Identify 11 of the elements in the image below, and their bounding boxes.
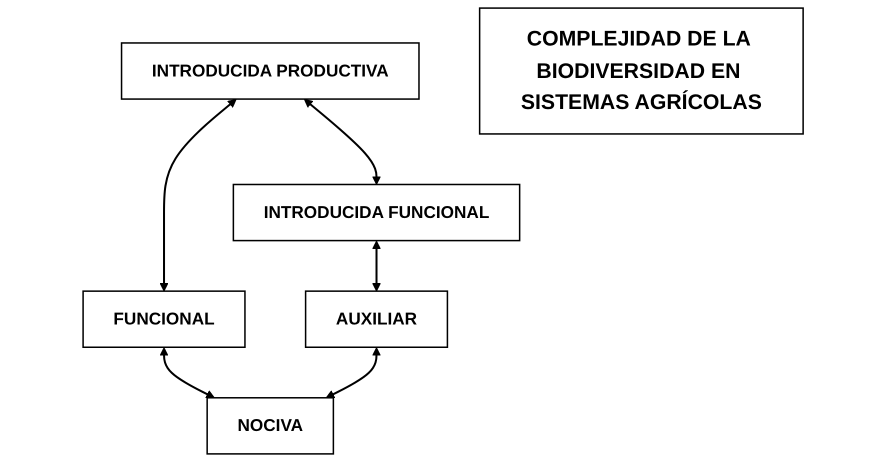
node-box: FUNCIONAL: [82, 290, 246, 348]
arrow: [160, 347, 216, 398]
node-box: COMPLEJIDAD DE LA BIODIVERSIDAD EN SISTEMAS AGRÍCOLAS: [479, 7, 804, 135]
node-box: NOCIVA: [206, 397, 335, 455]
arrow: [160, 98, 237, 292]
node-box: AUXILIAR: [305, 290, 449, 348]
arrow: [372, 240, 382, 292]
arrow: [304, 98, 382, 185]
node-box: INTRODUCIDA PRODUCTIVA: [121, 42, 420, 100]
node-box: INTRODUCIDA FUNCIONAL: [233, 184, 521, 242]
arrow: [326, 347, 382, 398]
